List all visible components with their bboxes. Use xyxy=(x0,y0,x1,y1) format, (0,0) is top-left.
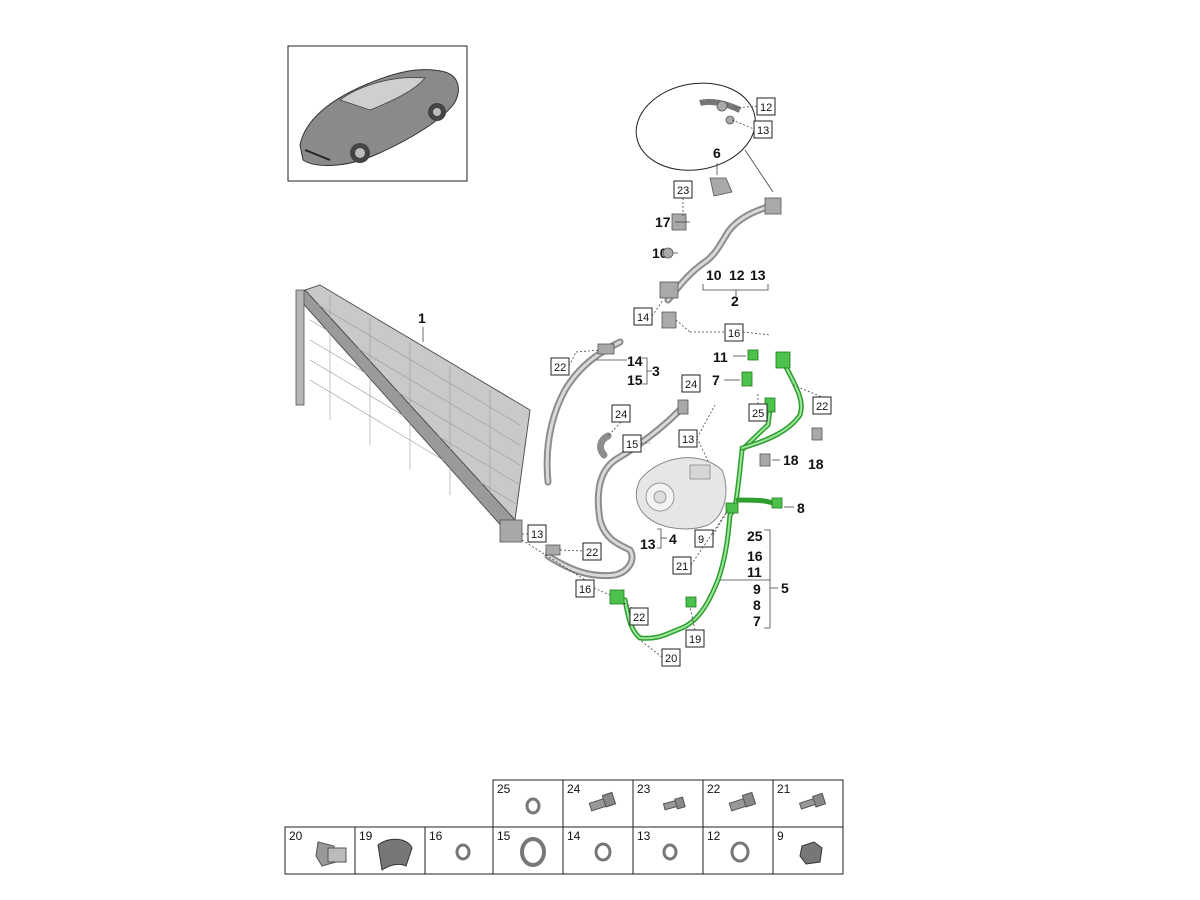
box-14: 14 xyxy=(637,312,649,324)
box-22-d: 22 xyxy=(633,612,645,624)
table-cell-15: 15 xyxy=(497,829,511,843)
nut-icon xyxy=(799,841,823,865)
detail-fitting xyxy=(699,98,742,125)
box-24-a: 24 xyxy=(685,379,697,391)
bolt-icon xyxy=(662,796,686,811)
compressor-icon xyxy=(635,457,727,530)
condenser-icon xyxy=(295,284,531,543)
callout-7: 7 xyxy=(712,372,720,388)
callout-5-line-1: 25 xyxy=(747,528,763,544)
box-23: 23 xyxy=(677,185,689,197)
callout-5-line-4: 9 xyxy=(753,581,761,597)
clamp-icon xyxy=(377,838,413,871)
box-22-a: 22 xyxy=(554,362,566,374)
bolt-icon xyxy=(728,791,757,812)
callout-5-line-6: 7 xyxy=(753,613,761,629)
table-cell-16: 16 xyxy=(429,829,443,843)
o-ring-icon xyxy=(594,842,612,862)
callout-18-a: 18 xyxy=(783,452,799,468)
callout-8: 8 xyxy=(797,500,805,516)
table-cell-21: 21 xyxy=(777,782,791,796)
bracket-6 xyxy=(709,177,733,197)
detail-circle xyxy=(635,82,756,171)
table-cell-25: 25 xyxy=(497,782,511,796)
parts-table-bottom-row: 20 19 16 15 14 13 12 9 xyxy=(284,826,844,875)
o-ring-icon xyxy=(730,841,750,863)
parts-table-top-row: 25 24 23 22 21 xyxy=(492,779,844,828)
pipe-assembly-5[interactable] xyxy=(609,351,804,641)
callout-3: 3 xyxy=(652,363,660,379)
callout-18-b: 18 xyxy=(808,456,824,472)
pipe-assembly-2 xyxy=(659,197,782,304)
table-cell-20: 20 xyxy=(289,829,303,843)
box-13-top: 13 xyxy=(757,125,769,137)
callout-1: 1 xyxy=(418,310,426,326)
callout-10: 10 xyxy=(652,245,668,261)
table-cell-14: 14 xyxy=(567,829,581,843)
callout-5-line-2: 16 xyxy=(747,548,763,564)
box-15: 15 xyxy=(626,439,638,451)
box-25: 25 xyxy=(752,408,764,420)
callout-5: 5 xyxy=(781,580,789,596)
box-16-top: 16 xyxy=(728,328,740,340)
box-13-low: 13 xyxy=(531,529,543,541)
callout-2-c: 13 xyxy=(750,267,766,283)
callout-5-line-3: 11 xyxy=(747,564,762,580)
table-cell-9: 9 xyxy=(777,829,784,843)
table-cell-23: 23 xyxy=(637,782,651,796)
callout-5-line-5: 8 xyxy=(753,597,761,613)
o-ring-icon xyxy=(662,843,678,861)
callout-2: 2 xyxy=(731,293,739,309)
callout-3-b: 15 xyxy=(627,372,643,388)
callout-2-b: 12 xyxy=(729,267,745,283)
bolt-icon xyxy=(588,791,617,812)
car-thumbnail xyxy=(287,45,468,182)
box-13-mid: 13 xyxy=(682,434,694,446)
box-22-c: 22 xyxy=(816,401,828,413)
pipe-assembly-3 xyxy=(543,338,624,486)
box-9: 9 xyxy=(698,534,704,546)
table-cell-12: 12 xyxy=(707,829,721,843)
box-19: 19 xyxy=(689,634,701,646)
box-22-b: 22 xyxy=(586,547,598,559)
box-20: 20 xyxy=(665,653,677,665)
callout-4-a: 13 xyxy=(640,536,656,552)
car-thumbnail-icon xyxy=(299,69,459,166)
table-cell-13: 13 xyxy=(637,829,651,843)
table-cell-19: 19 xyxy=(359,829,373,843)
box-21: 21 xyxy=(676,561,688,573)
callout-3-a: 14 xyxy=(627,353,643,369)
callout-6: 6 xyxy=(713,145,721,161)
box-16-low: 16 xyxy=(579,584,591,596)
callout-17: 17 xyxy=(655,214,671,230)
table-cell-24: 24 xyxy=(567,782,581,796)
clip-icon xyxy=(315,841,347,867)
bolt-icon xyxy=(798,792,827,810)
o-ring-icon xyxy=(520,837,546,867)
callout-11: 11 xyxy=(713,349,728,365)
parts-table: 25 24 23 22 21 20 19 16 15 14 13 xyxy=(284,779,844,875)
o-ring-icon xyxy=(525,797,541,815)
callout-4: 4 xyxy=(669,531,677,547)
box-12: 12 xyxy=(760,102,772,114)
o-ring-icon xyxy=(455,843,471,861)
box-24-b: 24 xyxy=(615,409,627,421)
table-cell-22: 22 xyxy=(707,782,721,796)
callout-2-a: 10 xyxy=(706,267,722,283)
